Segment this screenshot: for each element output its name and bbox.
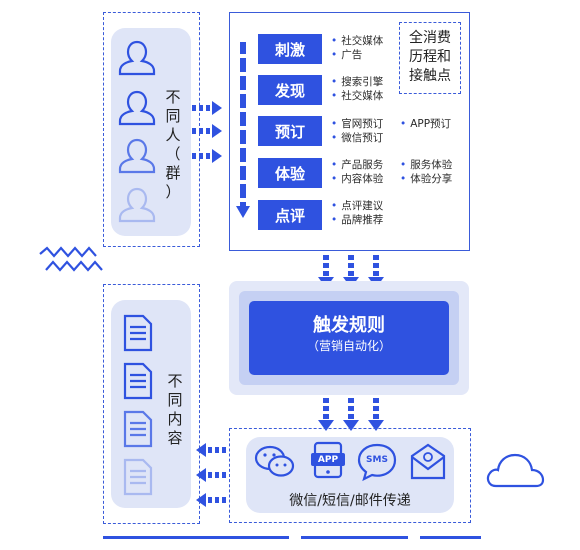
content-char: 内 bbox=[167, 410, 183, 428]
audience-label: 不 同 人 （ 群 ） bbox=[164, 88, 182, 202]
stage-item: 体验分享 bbox=[400, 172, 452, 186]
audience-char: 不 bbox=[165, 88, 181, 106]
document-icon bbox=[123, 314, 153, 352]
channels-caption: 微信/短信/邮件传递 bbox=[289, 493, 411, 509]
wechat-icon bbox=[254, 445, 295, 477]
left-arrows bbox=[196, 443, 226, 507]
stage-item: 微信预订 bbox=[331, 131, 383, 145]
stage-item: 内容体验 bbox=[331, 172, 383, 186]
cloud-decoration bbox=[486, 453, 545, 488]
channels-box bbox=[229, 428, 471, 523]
bottom-bar bbox=[420, 536, 481, 539]
audience-char: 同 bbox=[165, 107, 181, 125]
stage-review: 点评 bbox=[258, 200, 322, 230]
stage-item: APP预订 bbox=[400, 117, 451, 131]
stage-experience: 体验 bbox=[258, 158, 322, 188]
journey-label-box bbox=[399, 22, 461, 94]
app-icon bbox=[311, 441, 345, 479]
sms-icon-text: SMS bbox=[366, 455, 388, 465]
audience-char: （ bbox=[165, 145, 181, 163]
timeline-arrow bbox=[236, 42, 250, 218]
content-char: 不 bbox=[167, 372, 183, 390]
bottom-bar bbox=[301, 536, 408, 539]
stage-stimulus: 刺激 bbox=[258, 34, 322, 64]
journey-label: 全消费 历程和 接触点 bbox=[401, 29, 459, 86]
audience-char: ） bbox=[165, 183, 181, 201]
stage-item: 服务体验 bbox=[400, 158, 452, 172]
audience-char: 群 bbox=[165, 164, 181, 182]
person-icon bbox=[118, 138, 156, 174]
journey-label-line: 接触点 bbox=[409, 68, 451, 84]
journey-label-line: 历程和 bbox=[409, 49, 451, 65]
stage-item: 社交媒体 bbox=[331, 89, 383, 103]
stage-book: 预订 bbox=[258, 116, 322, 146]
rules-title: 触发规则 bbox=[313, 315, 385, 336]
audience-char: 人 bbox=[165, 126, 181, 144]
zigzag-decoration bbox=[39, 246, 103, 272]
rules-block: 触发规则 （营销自动化） bbox=[249, 301, 449, 375]
stage-item: 广告 bbox=[331, 48, 362, 62]
stage-item: 社交媒体 bbox=[331, 34, 383, 48]
document-icon bbox=[123, 410, 153, 448]
stage-item: 搜索引擎 bbox=[331, 75, 383, 89]
content-char: 同 bbox=[167, 391, 183, 409]
right-arrows bbox=[192, 101, 222, 163]
journey-label-line: 全消费 bbox=[409, 30, 451, 46]
stage-item: 点评建议 bbox=[331, 199, 383, 213]
person-icon bbox=[118, 90, 156, 126]
bottom-bar bbox=[103, 536, 289, 539]
rules-subtitle: （营销自动化） bbox=[306, 339, 391, 353]
document-icon bbox=[123, 458, 153, 496]
document-icon bbox=[123, 362, 153, 400]
content-label: 不 同 内 容 bbox=[166, 372, 184, 448]
content-char: 容 bbox=[167, 429, 183, 447]
down-arrows-bottom bbox=[318, 398, 384, 431]
person-icon bbox=[118, 187, 156, 223]
stage-item: 产品服务 bbox=[331, 158, 383, 172]
stage-discover: 发现 bbox=[258, 75, 322, 105]
content-box bbox=[103, 284, 200, 524]
sms-icon bbox=[357, 443, 397, 482]
stage-item: 官网预订 bbox=[331, 117, 383, 131]
app-icon-text: APP bbox=[317, 455, 339, 465]
person-icon bbox=[118, 40, 156, 76]
stage-item: 品牌推荐 bbox=[331, 213, 383, 227]
email-icon bbox=[410, 443, 446, 480]
